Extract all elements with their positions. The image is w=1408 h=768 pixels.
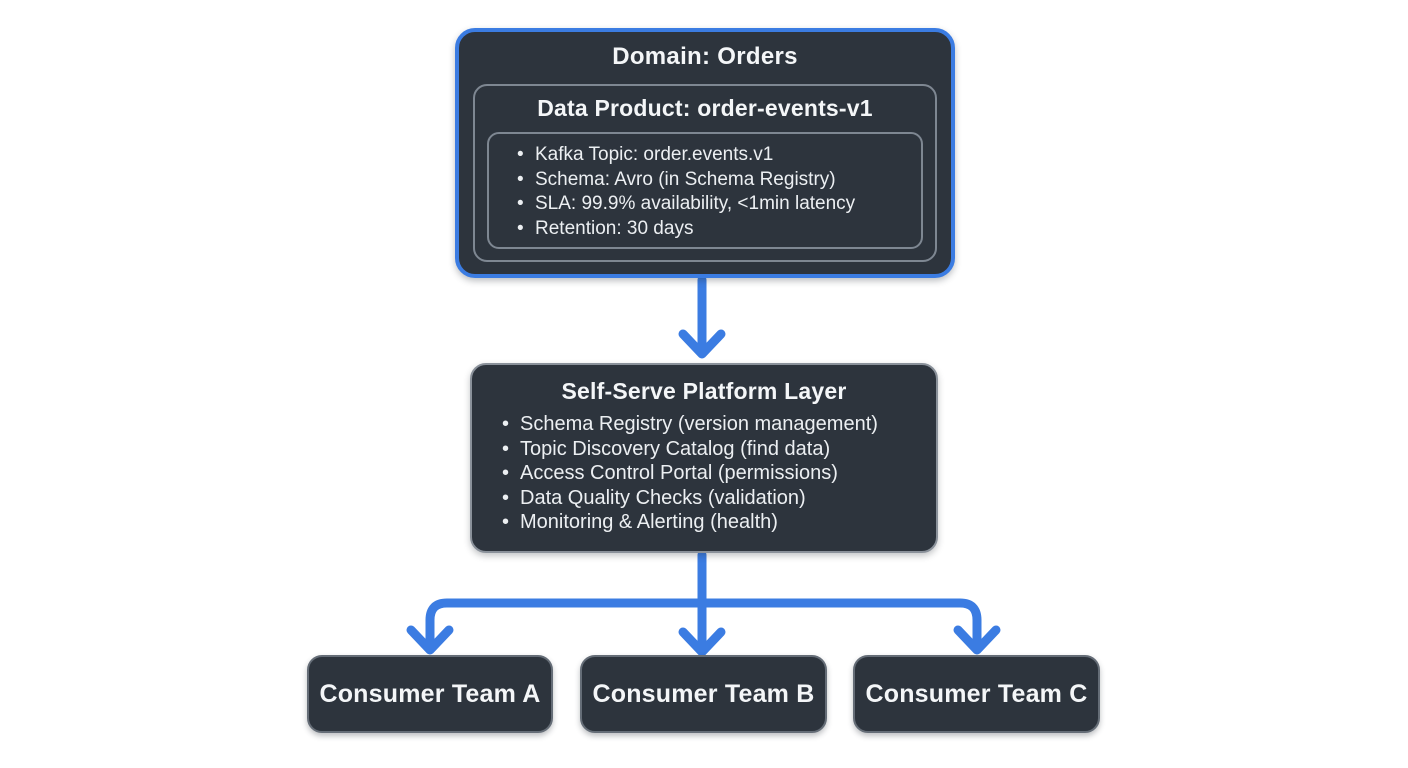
platform-layer-title: Self-Serve Platform Layer — [561, 378, 847, 404]
bullet-item: Schema Registry (version management) — [502, 412, 930, 437]
platform-capabilities-list: Schema Registry (version management)Topi… — [472, 405, 936, 535]
bullet-item: Access Control Portal (permissions) — [502, 461, 930, 486]
bullet-item: Monitoring & Alerting (health) — [502, 510, 930, 535]
bullet-item: SLA: 99.9% availability, <1min latency — [517, 192, 915, 217]
arrowhead-down-icon — [406, 625, 454, 655]
domain-orders-box: Domain: Orders Data Product: order-event… — [455, 28, 955, 278]
bullet-item: Retention: 30 days — [517, 217, 915, 242]
platform-layer-box: Self-Serve Platform Layer Schema Registr… — [470, 363, 938, 553]
consumer-team-c-box: Consumer Team C — [853, 655, 1100, 733]
bullet-item: Kafka Topic: order.events.v1 — [517, 143, 915, 168]
bullet-item: Topic Discovery Catalog (find data) — [502, 437, 930, 462]
data-product-title: Data Product: order-events-v1 — [537, 95, 873, 121]
data-product-specs-box: Kafka Topic: order.events.v1Schema: Avro… — [487, 132, 923, 249]
data-product-specs-list: Kafka Topic: order.events.v1Schema: Avro… — [489, 134, 921, 241]
arrow-branch-rail — [425, 598, 982, 646]
consumer-team-a-box: Consumer Team A — [307, 655, 553, 733]
bullet-item: Schema: Avro (in Schema Registry) — [517, 168, 915, 193]
consumer-team-b-label: Consumer Team B — [592, 679, 815, 708]
domain-title: Domain: Orders — [612, 43, 798, 70]
arrowhead-down-icon — [678, 329, 726, 359]
arrowhead-down-icon — [953, 625, 1001, 655]
bullet-item: Data Quality Checks (validation) — [502, 486, 930, 511]
consumer-team-a-label: Consumer Team A — [319, 679, 541, 708]
arrowhead-down-icon — [678, 627, 726, 657]
data-product-box: Data Product: order-events-v1 Kafka Topi… — [473, 84, 937, 262]
consumer-team-c-label: Consumer Team C — [865, 679, 1088, 708]
consumer-team-b-box: Consumer Team B — [580, 655, 827, 733]
